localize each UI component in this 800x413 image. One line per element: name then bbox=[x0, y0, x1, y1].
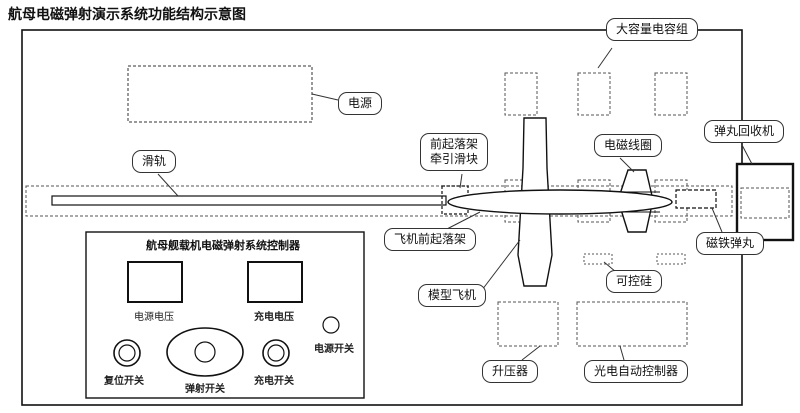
power-box bbox=[127, 65, 313, 123]
booster-box bbox=[497, 301, 559, 347]
power-voltage-label: 电源电压 bbox=[134, 312, 174, 323]
callout-model-aircraft: 模型飞机 bbox=[418, 284, 487, 307]
pointer-nose-gear bbox=[444, 211, 481, 231]
callout-recovery: 弹丸回收机 bbox=[704, 120, 785, 143]
launch-switch-inner bbox=[194, 341, 216, 363]
capacitor-3 bbox=[654, 72, 688, 116]
slide-rail-dashed bbox=[25, 185, 733, 217]
pointer-booster bbox=[521, 345, 541, 361]
slide-rail bbox=[51, 195, 447, 206]
pointer-power bbox=[311, 93, 339, 101]
recovery-inner bbox=[740, 187, 790, 219]
callout-capacitor-bank: 大容量电容组 bbox=[606, 18, 699, 41]
callout-photo-controller: 光电自动控制器 bbox=[584, 360, 689, 383]
photo-controller-box bbox=[576, 301, 688, 347]
capacitor-1 bbox=[504, 72, 538, 116]
callout-power: 电源 bbox=[338, 92, 383, 115]
charge-voltage-meter bbox=[247, 261, 303, 303]
pointer-aircraft bbox=[481, 239, 521, 291]
pointer-capacitor bbox=[597, 47, 613, 69]
pointer-photo-controller bbox=[619, 345, 625, 361]
reset-switch-inner bbox=[118, 344, 136, 362]
callout-magnetic-projectile: 磁铁弹丸 bbox=[696, 232, 765, 255]
pointer-slider bbox=[459, 173, 463, 189]
callout-nose-gear-slider: 前起落架 牵引滑块 bbox=[420, 133, 489, 171]
controller-panel bbox=[85, 231, 365, 399]
diagram-title: 航母电磁弹射演示系统功能结构示意图 bbox=[8, 7, 246, 23]
charge-voltage-label: 充电电压 bbox=[254, 312, 294, 323]
charge-switch-inner bbox=[267, 344, 285, 362]
callout-coil: 电磁线圈 bbox=[594, 134, 663, 157]
controller-title: 航母舰载机电磁弹射系统控制器 bbox=[146, 239, 300, 252]
pointer-slide-rail bbox=[157, 173, 179, 197]
callout-booster: 升压器 bbox=[482, 360, 539, 383]
callout-slide-rail: 滑轨 bbox=[132, 150, 177, 173]
power-voltage-meter bbox=[127, 261, 183, 303]
callout-aircraft-nose-gear: 飞机前起落架 bbox=[384, 228, 477, 251]
capacitor-2 bbox=[577, 72, 611, 116]
reset-switch-label: 复位开关 bbox=[104, 376, 144, 387]
pointer-projectile bbox=[711, 207, 723, 233]
power-switch-knob bbox=[322, 316, 340, 334]
power-switch-label: 电源开关 bbox=[314, 344, 354, 355]
pointer-coil bbox=[619, 157, 635, 173]
callout-thyristor: 可控硅 bbox=[606, 270, 663, 293]
callout-nose-gear-slider-line1: 前起落架 bbox=[430, 137, 479, 151]
aircraft-fuselage bbox=[447, 189, 673, 215]
thyristor-2 bbox=[656, 253, 686, 265]
magnetic-projectile bbox=[675, 189, 717, 209]
pointer-recovery bbox=[741, 144, 753, 165]
callout-nose-gear-slider-line2: 牵引滑块 bbox=[430, 152, 479, 166]
thyristor-1 bbox=[583, 253, 613, 265]
recovery-machine bbox=[735, 162, 795, 242]
launch-switch-label: 弹射开关 bbox=[185, 384, 225, 395]
charge-switch-label: 充电开关 bbox=[254, 376, 294, 387]
